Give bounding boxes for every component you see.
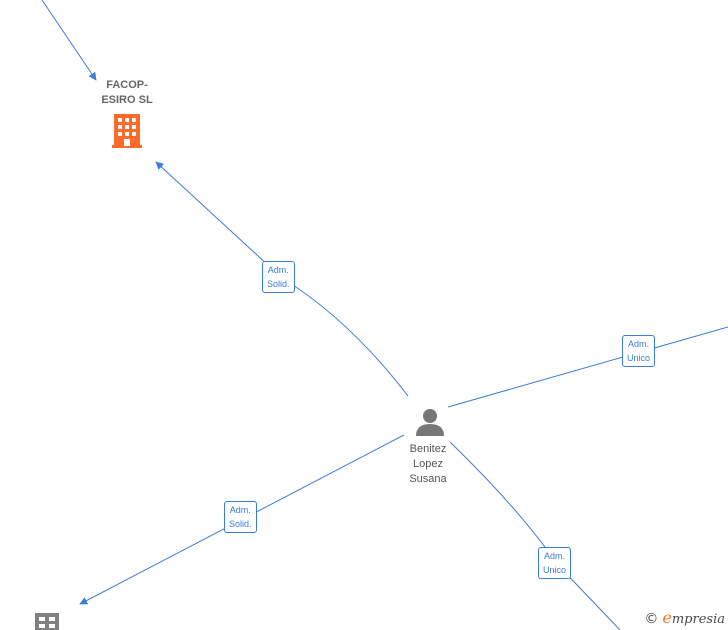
edge-label-e4: Adm. Unico (538, 547, 572, 579)
brand-initial: e (662, 608, 672, 627)
edge-incoming-top (41, 0, 97, 81)
building-icon[interactable] (112, 114, 142, 148)
brand-name: mpresia (671, 612, 725, 627)
brand-watermark: ©empresia (644, 608, 725, 627)
company-top-label[interactable]: FACOP- ESIRO SL (101, 79, 153, 106)
person-label[interactable]: Benitez Lopez Susana (409, 443, 447, 485)
edge-label-e2: Adm. Unico (622, 335, 656, 367)
edge-person-to-right (447, 326, 728, 408)
edge-label-e1: Adm. Solid. (262, 261, 295, 293)
edge-person-to-bottom (449, 441, 621, 630)
edge-label-e3: Adm. Solid. (224, 501, 257, 533)
person-icon[interactable] (416, 409, 444, 436)
copyright-symbol: © (644, 611, 659, 627)
building-icon[interactable] (35, 613, 59, 630)
